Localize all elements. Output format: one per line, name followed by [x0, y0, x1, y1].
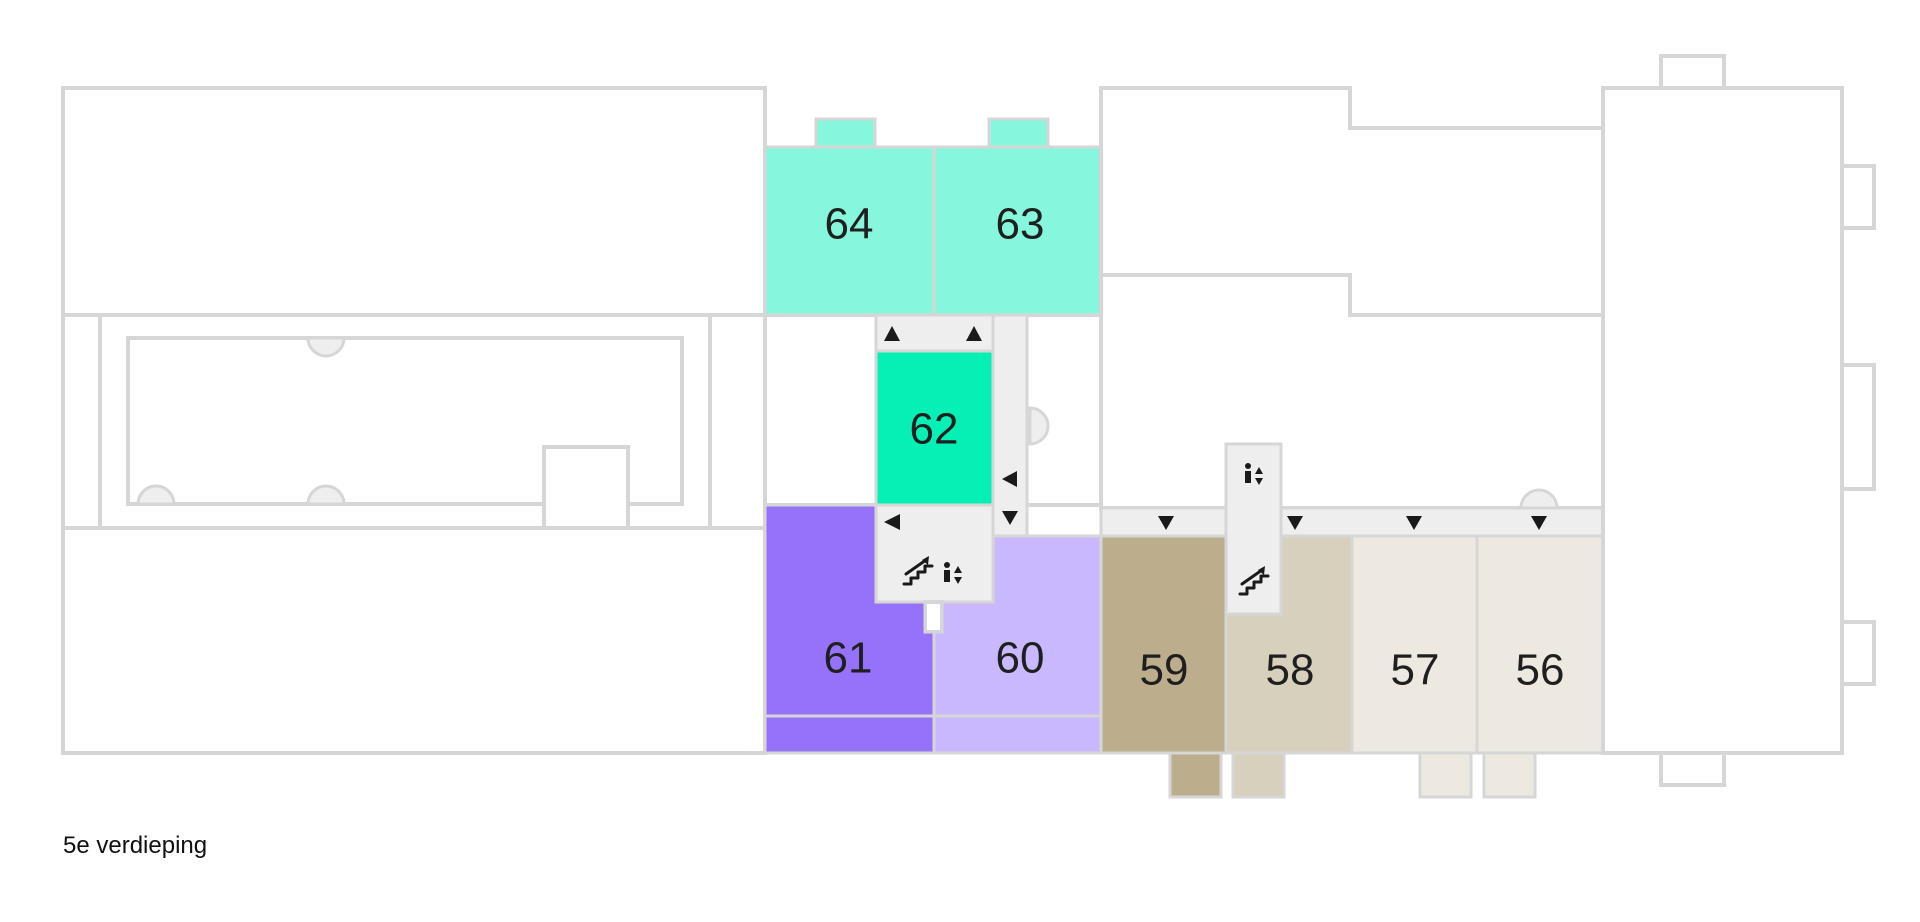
room-57-tab [1418, 751, 1473, 799]
room-61-annex [763, 714, 936, 755]
stairs-icon [902, 556, 934, 586]
room-63[interactable]: 63 [932, 145, 1103, 317]
floor-label: 5e verdieping [63, 832, 208, 859]
room-56[interactable]: 56 [1475, 534, 1605, 755]
corridor [991, 313, 1029, 538]
small-room-outline [542, 445, 630, 530]
down-arrow-icon [1002, 511, 1018, 525]
room-62[interactable]: 62 [874, 349, 995, 507]
room-59-area[interactable] [1099, 534, 1228, 755]
tab [1840, 620, 1876, 686]
left-arrow-icon [1002, 471, 1017, 487]
left-arrow-icon [884, 514, 900, 530]
right-wing-outline [1601, 86, 1844, 755]
room-63-tab [987, 117, 1050, 149]
up-arrow-icon [966, 326, 982, 341]
right-middle-wing: 59 58 57 56 [1099, 86, 1605, 799]
middle-wing: 64 63 62 61 60 [763, 117, 1103, 755]
room-62-area[interactable] [874, 349, 995, 507]
room-64-area[interactable] [763, 145, 936, 317]
left-wing [61, 86, 767, 755]
column [306, 336, 346, 358]
stairs-icon [1238, 566, 1270, 596]
room-63-area[interactable] [932, 145, 1103, 317]
elevator-icon [1245, 463, 1263, 485]
column [136, 484, 176, 506]
room-58-tab [1231, 751, 1286, 799]
room-60-annex [932, 714, 1103, 755]
room-59-tab [1168, 751, 1223, 799]
column [1519, 488, 1559, 510]
room-56-tab [1482, 751, 1537, 799]
tab [1659, 54, 1726, 90]
room-64-tab [814, 117, 877, 149]
elevator-icon [944, 562, 962, 584]
door-slot [923, 600, 944, 634]
right-wing [1601, 54, 1876, 787]
room-57-area[interactable] [1350, 534, 1479, 755]
room-64[interactable]: 64 [763, 145, 936, 317]
room-61[interactable]: 61 [763, 503, 936, 755]
corridor [1099, 506, 1605, 538]
column [1028, 406, 1050, 446]
room-59[interactable]: 59 [1099, 534, 1228, 755]
down-arrow-icon [1531, 516, 1547, 530]
column [306, 484, 346, 506]
room-56-area[interactable] [1475, 534, 1605, 755]
room-57[interactable]: 57 [1350, 534, 1479, 755]
tab [1840, 164, 1876, 230]
down-arrow-icon [1406, 516, 1422, 530]
down-arrow-icon [1158, 516, 1174, 530]
tab [1840, 363, 1876, 491]
tab [1659, 751, 1726, 787]
up-arrow-icon [884, 326, 900, 341]
down-arrow-icon [1287, 516, 1303, 530]
